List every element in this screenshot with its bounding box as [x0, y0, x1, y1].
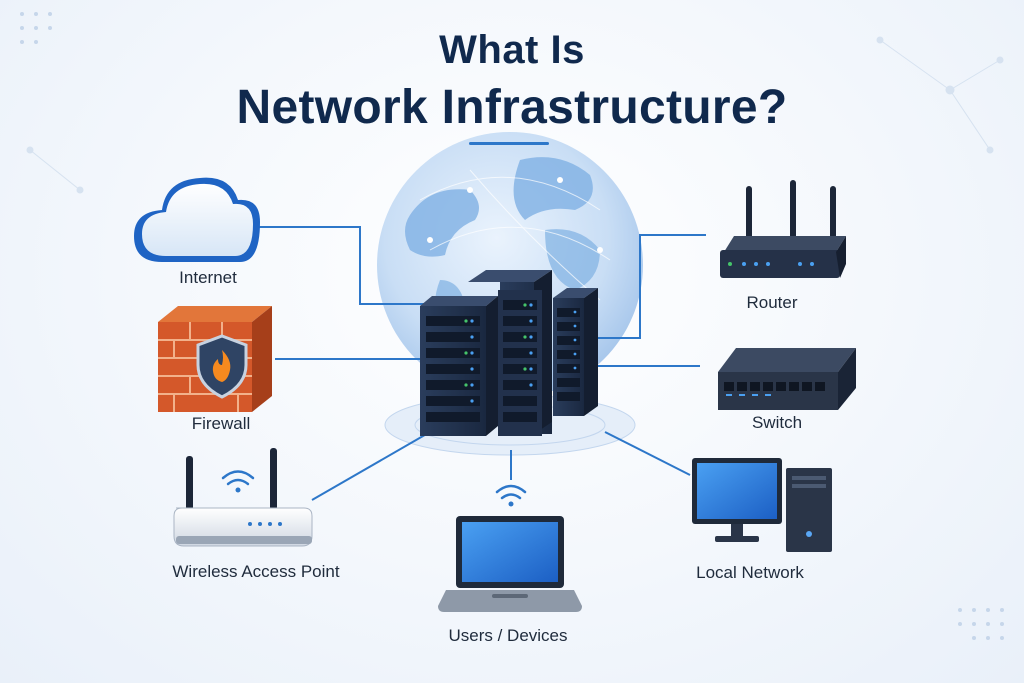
- laptop-icon: [438, 484, 582, 612]
- label-firewall: Firewall: [191, 414, 251, 433]
- decorative-network-nodes: [26, 36, 1004, 194]
- label-switch: Switch: [751, 413, 803, 432]
- decorative-dot-pattern: [20, 12, 1004, 640]
- server-rack-icon: [420, 270, 598, 436]
- title-underline: [469, 142, 549, 145]
- router-icon: [720, 180, 846, 278]
- connector-lines: [258, 226, 706, 501]
- title-line-2: Network Infrastructure?: [236, 81, 788, 134]
- connector-router: [595, 234, 706, 339]
- connector-local-network: [604, 431, 691, 476]
- desktop-computer-icon: [692, 458, 832, 552]
- network-switch-icon: [718, 348, 856, 410]
- connector-internet: [258, 226, 440, 305]
- cloud-icon: [134, 177, 260, 262]
- label-router: Router: [746, 293, 798, 312]
- wireless-access-point-icon: [173, 448, 313, 547]
- label-internet: Internet: [179, 268, 237, 287]
- label-users-devices: Users / Devices: [448, 626, 568, 645]
- label-local-network: Local Network: [696, 563, 804, 582]
- title-line-1: What Is: [439, 28, 585, 72]
- connector-wireless-access-point: [311, 431, 431, 501]
- label-wireless-access-point: Wireless Access Point: [172, 562, 340, 581]
- firewall-icon: [158, 306, 272, 412]
